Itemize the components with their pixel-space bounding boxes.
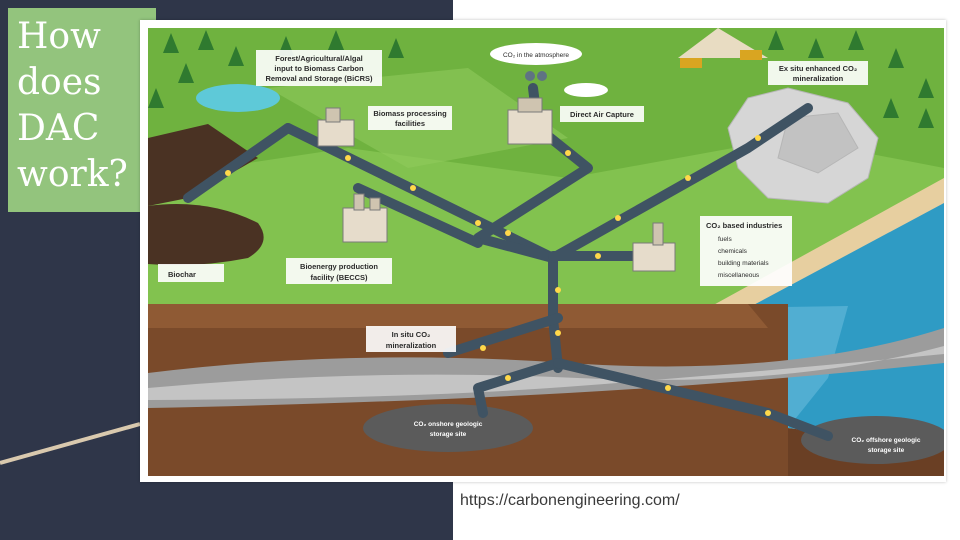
offshore-storage-site xyxy=(801,416,944,464)
onshore-storage-site xyxy=(363,404,533,452)
label-beccs-line: facility (BECCS) xyxy=(310,273,368,282)
label-industries-title: CO₂ based industries xyxy=(706,221,782,230)
source-link[interactable]: https://carbonengineering.com/ xyxy=(460,492,680,509)
label-dac-text: Direct Air Capture xyxy=(570,110,634,119)
label-beccs: Bioenergy production facility (BECCS) xyxy=(286,258,392,284)
industry-facility xyxy=(632,222,676,272)
crop-field xyxy=(148,124,258,206)
label-bicrs-line: Removal and Storage (BiCRS) xyxy=(265,74,373,83)
label-ex-situ-line: Ex situ enhanced CO₂ xyxy=(779,64,857,73)
dac-diagram: Forest/Agricultural/Algal input to Bioma… xyxy=(148,28,944,476)
mineral-rock-pile xyxy=(727,87,879,204)
dac-facility xyxy=(507,71,553,145)
label-biochar-text: Biochar xyxy=(168,270,196,279)
atmosphere-clouds xyxy=(490,43,608,97)
label-bicrs-line: input to Biomass Carbon xyxy=(274,64,364,73)
label-offshore-line: storage site xyxy=(868,447,905,454)
label-biomass-line: Biomass processing xyxy=(373,109,447,118)
biomass-facility xyxy=(317,107,355,147)
label-biomass-processing: Biomass processing facilities xyxy=(368,106,452,130)
label-co2-industries: CO₂ based industries fuels chemicals bui… xyxy=(700,216,792,286)
label-industries-item: miscellaneous xyxy=(718,272,760,279)
rock-layer-light xyxy=(148,346,944,400)
label-onshore-line: storage site xyxy=(430,431,467,438)
title-line: does xyxy=(17,62,102,103)
label-industries-item: building materials xyxy=(718,260,769,267)
label-atmosphere: CO₂ in the atmosphere xyxy=(503,52,569,59)
label-offshore-line: CO₂ offshore geologic xyxy=(852,437,921,444)
forest xyxy=(148,30,934,128)
slide-title: How does DAC work? xyxy=(17,14,152,198)
label-dac: Direct Air Capture xyxy=(560,106,644,122)
label-ex-situ-line: mineralization xyxy=(793,74,844,83)
label-in-situ-line: In situ CO₂ xyxy=(392,330,431,339)
title-line: How xyxy=(17,16,101,57)
label-biochar: Biochar xyxy=(158,264,224,282)
biochar-pile xyxy=(148,204,264,266)
topsoil xyxy=(148,304,768,328)
beccs-facility xyxy=(342,193,388,243)
quarry-truck xyxy=(740,50,762,60)
pond xyxy=(196,84,280,112)
label-bicrs: Forest/Agricultural/Algal input to Bioma… xyxy=(256,50,382,86)
label-bicrs-line: Forest/Agricultural/Algal xyxy=(275,54,363,63)
title-box xyxy=(8,8,156,212)
label-onshore-line: CO₂ onshore geologic xyxy=(414,421,483,428)
label-industries-item: fuels xyxy=(718,236,732,243)
quarry-truck xyxy=(680,58,702,68)
label-biomass-line: facilities xyxy=(395,119,425,128)
label-ex-situ: Ex situ enhanced CO₂ mineralization xyxy=(768,61,868,85)
label-in-situ: In situ CO₂ mineralization xyxy=(366,326,456,352)
label-in-situ-line: mineralization xyxy=(386,341,437,350)
label-industries-item: chemicals xyxy=(718,248,748,255)
title-line: work? xyxy=(17,154,128,195)
label-beccs-line: Bioenergy production xyxy=(300,262,378,271)
title-line: DAC xyxy=(17,108,100,149)
